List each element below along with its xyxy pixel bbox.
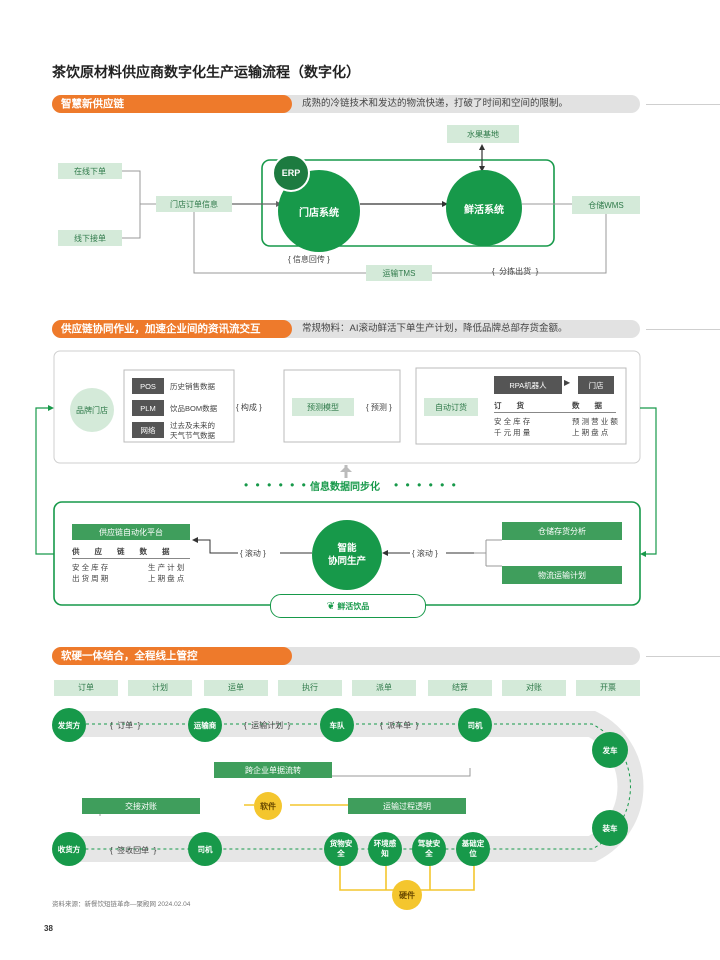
step-plan: 计划 <box>128 680 192 696</box>
goods-safe-node: 货物安全 <box>324 832 358 866</box>
last-inventory: 上 期 盘 点 <box>572 428 609 437</box>
step-waybill: 运单 <box>204 680 268 696</box>
fruit-base-box: 水果基地 <box>447 125 519 143</box>
section3-rule <box>646 656 720 657</box>
step-execute: 执行 <box>278 680 342 696</box>
plm-tag: PLM <box>132 400 164 416</box>
auto-order-box: 自动订货 <box>424 398 478 416</box>
step-reconcile: 对账 <box>502 680 566 696</box>
depart-node: 发车 <box>592 732 628 768</box>
step-order: 订单 <box>54 680 118 696</box>
forecast-revenue: 预 测 营 业 额 <box>572 417 618 426</box>
smart-production-node: 智能协同生产 <box>312 520 382 590</box>
software-node: 软件 <box>254 792 282 820</box>
erp-node: ERP <box>272 154 310 192</box>
fresh-system-node: 鲜活系统 <box>446 170 522 246</box>
driver-top-node: 司机 <box>458 708 492 742</box>
net-desc-1: 过去及未来的 <box>170 421 215 430</box>
rolling-left-label: { 滚动 } <box>240 549 266 558</box>
driving-safe-node: 驾驶安全 <box>412 832 446 866</box>
rpa-arrow: ▶ <box>564 378 571 387</box>
section1-rule <box>646 104 720 105</box>
env-sense-node: 环境感知 <box>368 832 402 866</box>
plm-desc: 饮品BOM数据 <box>170 404 218 413</box>
section1-desc: 成熟的冷链技术和发达的物流快递，打破了时间和空间的限制。 <box>302 98 569 109</box>
section2-tag: 供应链协同作业，加速企业间的资讯流交互 <box>52 320 292 338</box>
pos-tag: POS <box>132 378 164 394</box>
page-number: 38 <box>44 924 53 933</box>
transport-plan-label: { 运输计划 } <box>244 721 291 730</box>
section2-desc: 常规物料：AI滚动鲜活下单生产计划，降低品牌总部存货金额。 <box>302 323 568 334</box>
sync-dots-right: • • • • • • <box>394 478 458 492</box>
sign-back-label: { 签收回单 } <box>110 846 157 855</box>
store-order-info-box: 门店订单信息 <box>156 196 232 212</box>
page-title: 茶饮原材料供应商数字化生产运输流程（数字化） <box>52 64 360 80</box>
offline-order-box: 线下接单 <box>58 230 122 246</box>
dispatch-order-label: { 派车单 } <box>380 721 419 730</box>
loading-node: 装车 <box>592 810 628 846</box>
receiver-node: 收货方 <box>52 832 86 866</box>
handover-box: 交接对账 <box>82 798 200 814</box>
carrier-node: 运输商 <box>188 708 222 742</box>
base-locate-node: 基础定位 <box>456 832 490 866</box>
sync-label: 信息数据同步化 <box>310 482 380 493</box>
order-flow-label: { 订单 } <box>110 721 141 730</box>
prod-plan: 生 产 计 划 <box>148 563 185 572</box>
compose-label: { 构成 } <box>236 403 262 412</box>
brand-store-node: 品牌门店 <box>70 388 114 432</box>
sync-dots-left: • • • • • • <box>244 478 308 492</box>
safety-stock: 安 全 库 存 <box>494 417 531 426</box>
transparent-box: 运输过程透明 <box>348 798 466 814</box>
rolling-right-label: { 滚动 } <box>412 549 438 558</box>
cross-enterprise-box: 跨企业单据流转 <box>214 762 332 778</box>
tms-box: 运输TMS <box>366 265 432 281</box>
rpa-tag: RPA机器人 <box>494 376 562 394</box>
wms-box: 仓储WMS <box>572 196 640 214</box>
net-tag: 网络 <box>132 422 164 438</box>
section1-tag: 智慧新供应链 <box>52 95 292 113</box>
sort-ship-label: { 分拣出货 } <box>492 267 539 276</box>
step-invoice: 开票 <box>576 680 640 696</box>
source-note: 资料来源：新餐饮短链革命—聚殿网 2024.02.04 <box>52 901 191 908</box>
warehouse-analysis-box: 仓储存货分析 <box>502 522 622 540</box>
step-dispatch: 派单 <box>352 680 416 696</box>
data-head: 数 据 <box>572 401 602 410</box>
sc-platform-box: 供应链自动化平台 <box>72 524 190 540</box>
order-divider <box>494 412 616 413</box>
leaf-icon: ❦ <box>326 600 336 612</box>
brand-logo: ❦ 鲜活饮品 <box>270 594 426 618</box>
logistics-plan-box: 物流运输计划 <box>502 566 622 584</box>
hardware-node: 硬件 <box>392 880 422 910</box>
net-desc-2: 天气节气数据 <box>170 431 215 440</box>
shipper-node: 发货方 <box>52 708 86 742</box>
fleet-node: 车队 <box>320 708 354 742</box>
thousand-usage: 千 元 用 量 <box>494 428 531 437</box>
step-settle: 结算 <box>428 680 492 696</box>
pos-desc: 历史销售数据 <box>170 382 215 391</box>
supply-head: 供 应 链 数 据 <box>72 547 170 556</box>
ship-cycle: 出 货 周 期 <box>72 574 109 583</box>
safety-stock-2: 安 全 库 存 <box>72 563 109 572</box>
online-order-box: 在线下单 <box>58 163 122 179</box>
section3-tag: 软硬一体结合，全程线上管控 <box>52 647 292 665</box>
last-inventory-2: 上 期 盘 点 <box>148 574 185 583</box>
supply-divider <box>72 558 190 559</box>
driver-bottom-node: 司机 <box>188 832 222 866</box>
predict-label: { 预测 } <box>366 403 392 412</box>
order-head: 订 货 <box>494 401 524 410</box>
store-tag: 门店 <box>578 376 614 394</box>
info-return-label: { 信息回传 } <box>288 255 330 264</box>
section2-rule <box>646 329 720 330</box>
predict-model-box: 预测模型 <box>292 398 354 416</box>
